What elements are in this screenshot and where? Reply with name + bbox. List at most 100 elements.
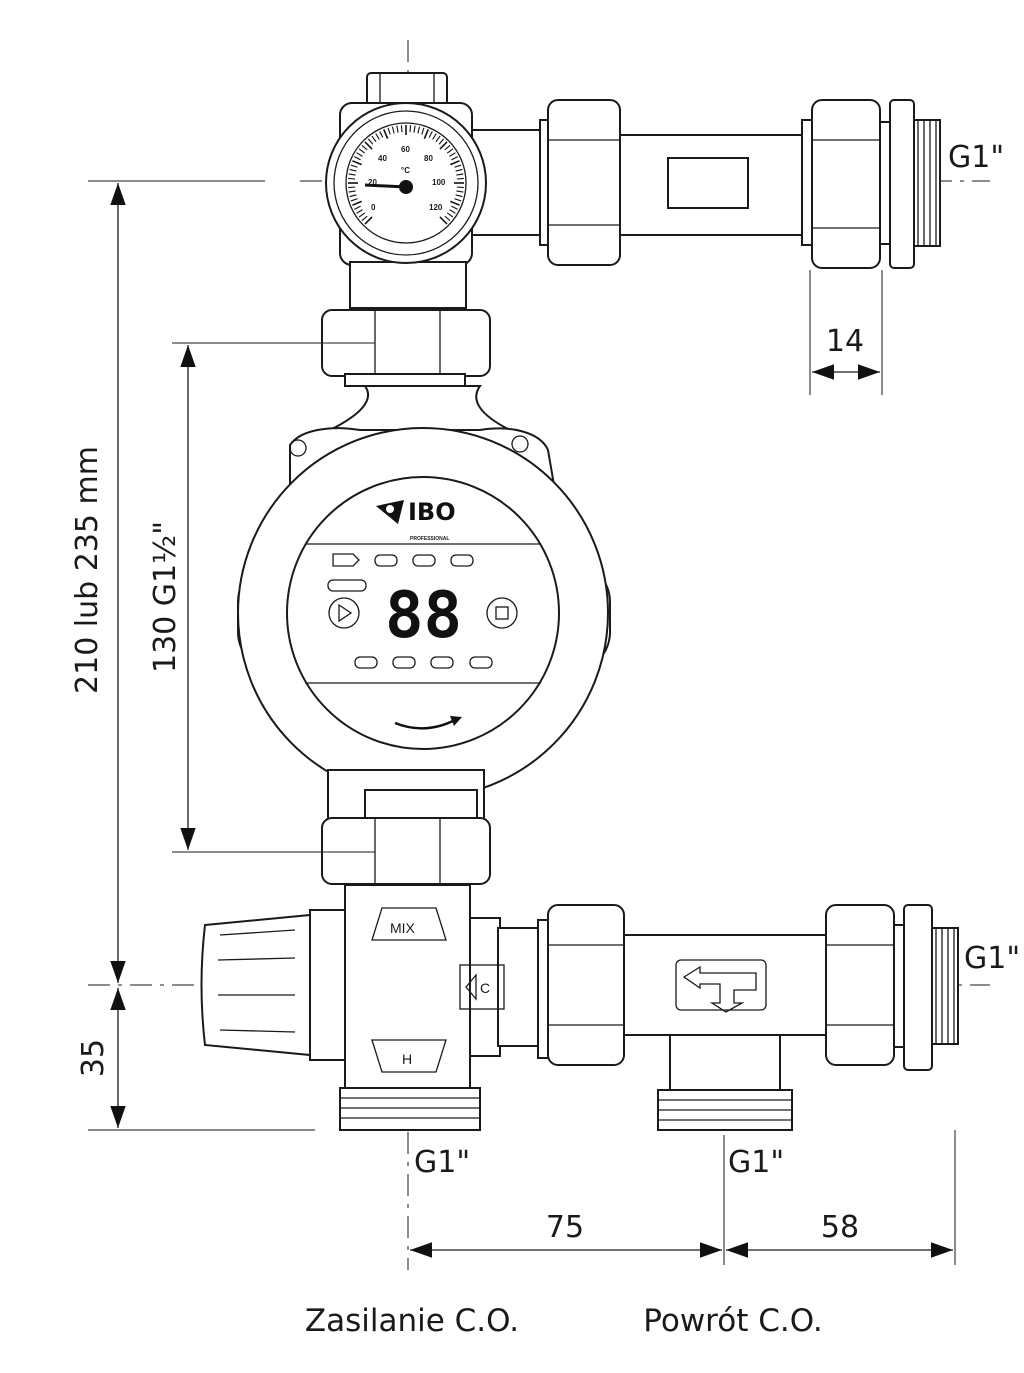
thermometer-tick xyxy=(444,144,451,151)
thermo-label-0: 0 xyxy=(371,203,376,212)
thermometer-tick xyxy=(438,138,445,145)
thermometer-tick xyxy=(354,156,361,161)
thermometer-tick xyxy=(354,205,361,210)
thermo-label-40: 40 xyxy=(378,154,387,163)
thermometer-tick xyxy=(444,215,451,222)
hot-label: H xyxy=(402,1051,412,1067)
thermometer-tick xyxy=(352,160,362,166)
thermometer-tick xyxy=(435,135,441,143)
led-indicator xyxy=(374,554,398,567)
play-icon xyxy=(338,603,353,623)
thermometer-tick xyxy=(449,152,456,157)
dim-pump-length: 130 G1½" xyxy=(148,521,183,673)
led-indicator xyxy=(430,656,454,669)
thermometer-tick xyxy=(446,148,454,154)
thermometer-tick xyxy=(358,148,366,154)
play-button[interactable] xyxy=(328,597,360,629)
thermo-unit: °C xyxy=(401,166,410,175)
stop-button[interactable] xyxy=(486,597,518,629)
thermo-label-100: 100 xyxy=(432,178,446,187)
thermo-label-80: 80 xyxy=(424,154,433,163)
upper-pipe-assembly xyxy=(465,99,941,269)
dim-total-height: 210 lub 235 mm xyxy=(70,446,105,694)
led-indicator xyxy=(412,554,436,567)
thermometer-tick xyxy=(450,160,460,166)
led-indicator xyxy=(354,656,378,669)
thermometer-tick xyxy=(456,190,464,193)
thermometer-tick xyxy=(456,173,464,176)
thermometer-tick xyxy=(417,126,421,134)
conn-bottom-return: G1" xyxy=(728,1145,784,1180)
dim-spacing-75: 75 xyxy=(546,1210,584,1245)
dimension-lines xyxy=(88,180,956,1265)
dim-spacing-58: 58 xyxy=(821,1210,859,1245)
caption-return: Powrót C.O. xyxy=(643,1303,822,1339)
thermometer-tick xyxy=(400,125,403,133)
thermometer-tick xyxy=(387,127,391,135)
upper-pump-nut xyxy=(321,309,511,431)
thermometer-tick xyxy=(454,164,462,168)
thermometer-tick xyxy=(361,215,368,222)
pump-display: 88 xyxy=(385,579,462,653)
thermometer-tick xyxy=(391,126,395,134)
ibo-logo: IBO PROFESSIONAL xyxy=(376,498,456,542)
thermometer-tick xyxy=(423,129,429,139)
thermometer-tick xyxy=(364,216,373,225)
mix-port-marker xyxy=(371,907,447,941)
thermometer-tick xyxy=(367,138,374,145)
circulation-pump: IBO PROFESSIONAL 88 xyxy=(237,427,611,799)
mix-label: MIX xyxy=(390,920,416,936)
rotation-arrow-icon xyxy=(394,718,456,730)
thermometer-tick xyxy=(383,129,389,139)
thermometer-tick xyxy=(361,144,368,151)
thermometer-tick xyxy=(455,168,463,172)
thermometer-tick xyxy=(364,141,373,150)
thermometer-tick xyxy=(348,190,356,193)
thermometer-tick xyxy=(432,133,437,140)
led-indicator xyxy=(450,554,474,567)
thermometer-tick xyxy=(349,194,357,198)
conn-middle-right: G1" xyxy=(964,941,1020,976)
led-indicator xyxy=(469,656,493,669)
mixing-valve: MIX H C xyxy=(200,884,543,1131)
thermometer-tick xyxy=(348,177,356,180)
thermometer-tick xyxy=(450,200,460,206)
thermometer-tick xyxy=(454,198,462,202)
thermometer-tick xyxy=(375,133,380,140)
thermometer-tick xyxy=(358,212,366,218)
thermometer-tick xyxy=(356,152,363,157)
hot-port-marker xyxy=(371,1039,447,1073)
thermometer-tick xyxy=(349,168,357,172)
thermometer-tick xyxy=(451,156,458,161)
thermometer-tick xyxy=(451,205,458,210)
thermometer-tick xyxy=(350,164,358,168)
thermometer-tick xyxy=(446,212,454,218)
thermometer-tick xyxy=(456,186,464,189)
thermometer-tick xyxy=(455,194,463,198)
flow-direction-marker xyxy=(675,959,767,1011)
thermometer-tick xyxy=(396,125,399,133)
led-indicator xyxy=(327,579,367,592)
thermometer-tick xyxy=(428,131,433,138)
cold-port-marker xyxy=(459,964,505,1010)
thermometer-valve: 0 20 40 60 80 100 120 °C xyxy=(325,72,487,309)
thermometer-tick xyxy=(456,177,464,180)
thermo-label-60: 60 xyxy=(401,145,410,154)
thermometer-tick xyxy=(439,216,448,225)
dim-nut-width: 14 xyxy=(826,324,864,359)
logo-brand-sub: PROFESSIONAL xyxy=(410,536,449,542)
conn-top-right: G1" xyxy=(948,140,1004,175)
mode-indicator xyxy=(332,553,360,567)
thermometer-tick xyxy=(421,127,425,135)
thermometer-tick xyxy=(352,200,362,206)
return-tee-assembly xyxy=(537,904,959,1131)
thermometer-tick xyxy=(413,125,416,133)
thermo-label-20: 20 xyxy=(368,178,377,187)
dim-bottom-offset: 35 xyxy=(76,1039,111,1077)
conn-bottom-supply: G1" xyxy=(414,1145,470,1180)
thermometer-scale-ticks xyxy=(348,125,464,225)
thermometer-hub xyxy=(399,180,413,194)
thermometer-tick xyxy=(449,209,456,214)
caption-supply: Zasilanie C.O. xyxy=(305,1303,519,1339)
